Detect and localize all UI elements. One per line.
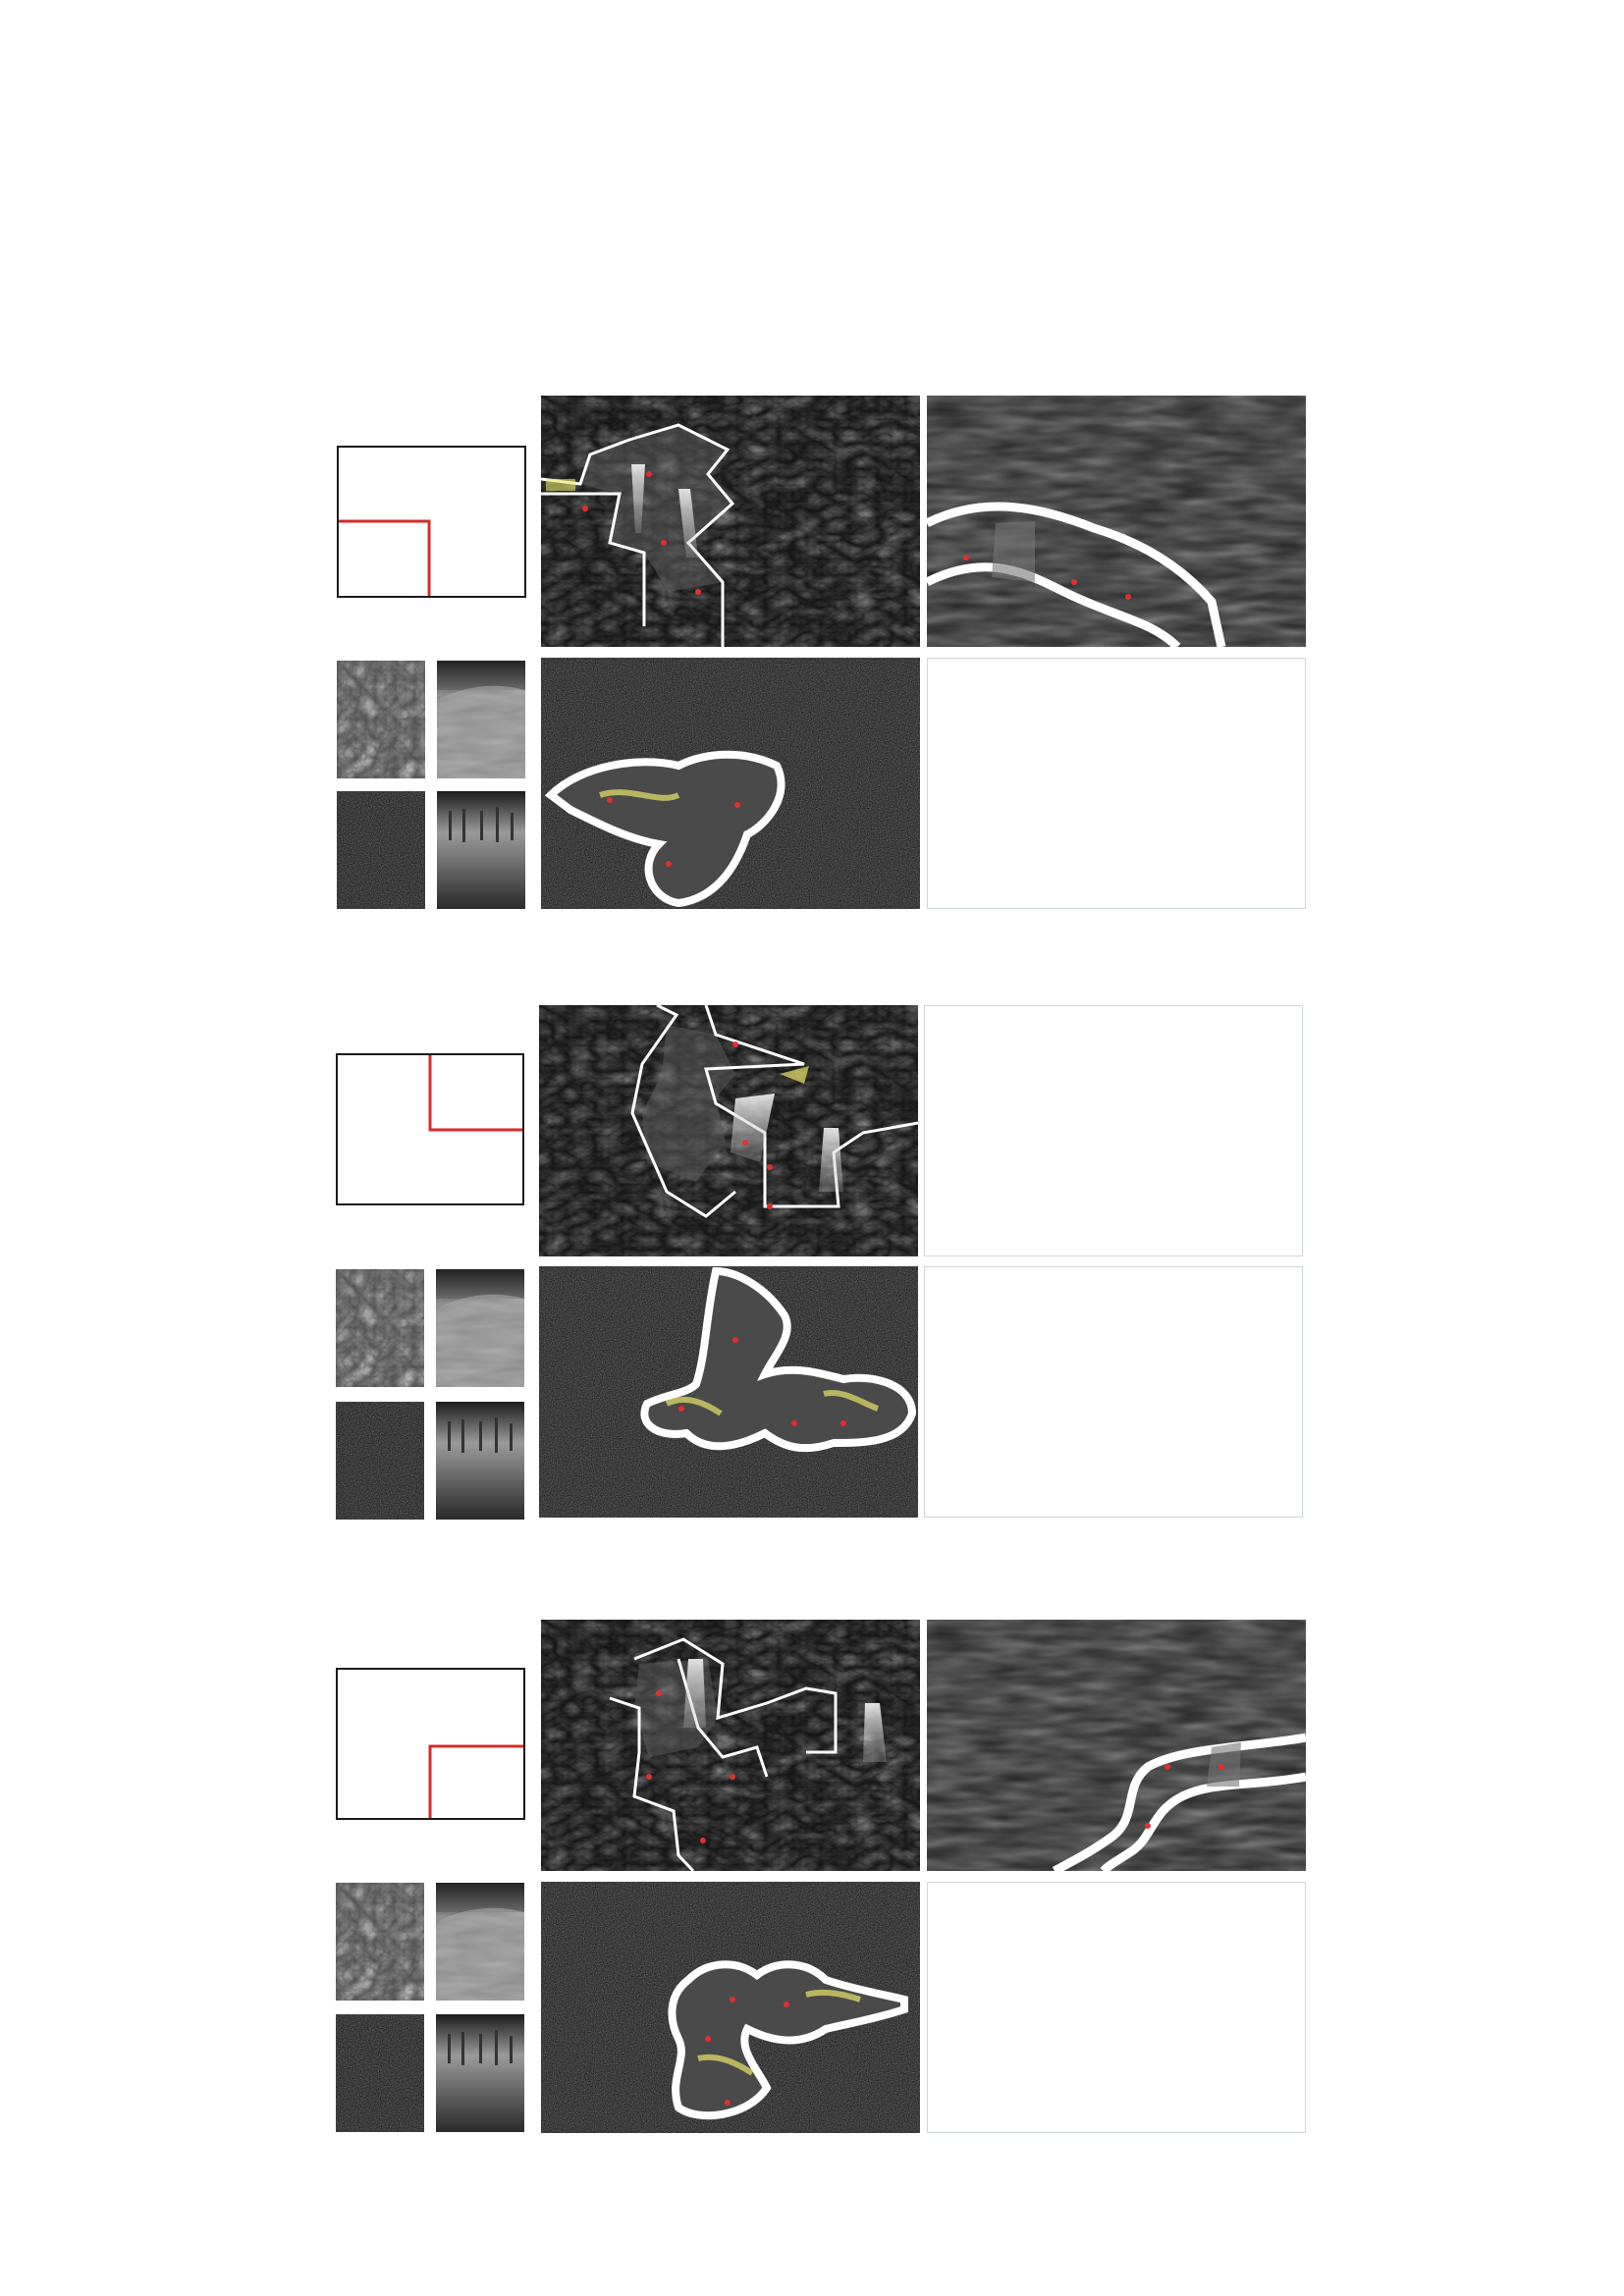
dune-path-collage xyxy=(927,1620,1306,1871)
red-quadrant-marker-icon xyxy=(428,1055,522,1132)
dune-path-collage xyxy=(927,396,1306,647)
sand-dune-thumbnail xyxy=(437,661,525,778)
rock-plan-collage xyxy=(541,396,920,647)
ground-plan-collage xyxy=(541,658,920,909)
sand-dune-thumbnail xyxy=(436,1269,524,1387)
empty-panel xyxy=(924,1266,1303,1518)
quadrant-key-lower-right xyxy=(336,1668,525,1820)
rock-plan-collage xyxy=(539,1005,918,1256)
ground-plan-collage xyxy=(541,1882,920,2133)
misty-forest-thumbnail xyxy=(436,2014,524,2132)
dark-ground-thumbnail xyxy=(337,791,425,909)
dark-ground-thumbnail xyxy=(336,1402,424,1520)
crumpled-foil-thumbnail xyxy=(337,661,425,778)
quadrant-key-lower-left xyxy=(337,446,526,598)
empty-panel xyxy=(924,1005,1303,1256)
crumpled-foil-thumbnail xyxy=(336,1269,424,1387)
ground-plan-collage xyxy=(539,1266,918,1518)
rock-plan-collage xyxy=(541,1620,920,1871)
red-quadrant-marker-icon xyxy=(339,519,431,596)
sand-dune-thumbnail xyxy=(436,1883,524,2001)
crumpled-foil-thumbnail xyxy=(336,1883,424,2001)
misty-forest-thumbnail xyxy=(437,791,525,909)
quadrant-key-upper-right xyxy=(336,1053,524,1205)
misty-forest-thumbnail xyxy=(436,1402,524,1520)
empty-panel xyxy=(927,1882,1306,2133)
dark-ground-thumbnail xyxy=(336,2014,424,2132)
red-quadrant-marker-icon xyxy=(428,1744,523,1818)
empty-panel xyxy=(927,658,1306,909)
